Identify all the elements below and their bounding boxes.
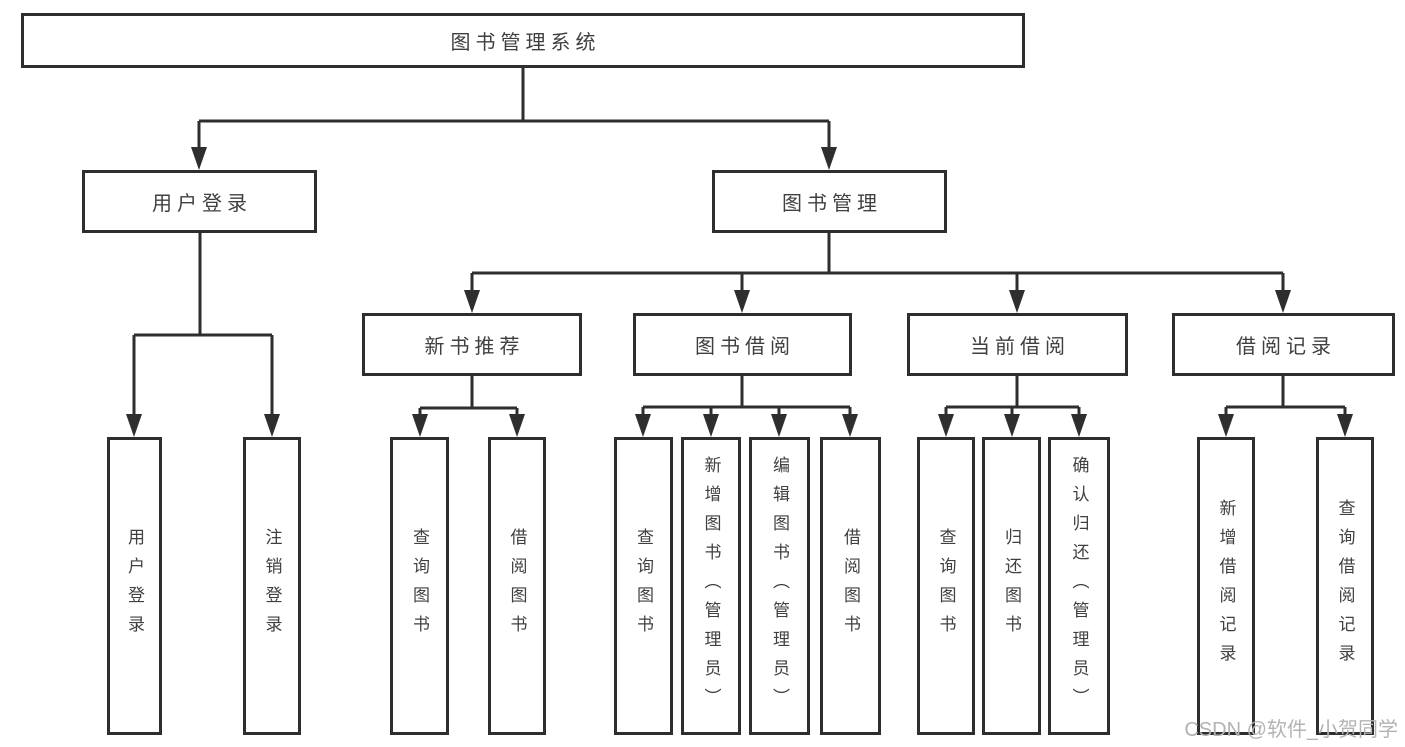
node-book-borrow: 图书借阅: [633, 313, 852, 376]
node-label: 编辑图书（管理员）: [770, 455, 789, 717]
connector-current-borrow-children: [938, 375, 1087, 437]
leaf-add-borrow-record: 新增借阅记录: [1197, 437, 1255, 735]
node-label: 图书管理: [782, 193, 882, 215]
arrowhead: [1004, 414, 1020, 437]
node-label: 图书借阅: [695, 336, 795, 358]
arrowhead: [126, 414, 142, 437]
leaf-add-book-admin: 新增图书（管理员）: [681, 437, 741, 735]
node-borrow-record: 借阅记录: [1172, 313, 1395, 376]
leaf-query-book-1: 查询图书: [390, 437, 449, 735]
connector-book-mgmt-children: [464, 232, 1291, 313]
node-new-book-recommend: 新书推荐: [362, 313, 582, 376]
node-label: 新书推荐: [424, 336, 525, 358]
leaf-query-book-2: 查询图书: [614, 437, 673, 735]
arrowhead: [1009, 290, 1025, 313]
node-label: 用户登录: [152, 193, 252, 215]
arrowhead: [464, 290, 480, 313]
leaf-borrow-book-2: 借阅图书: [820, 437, 881, 735]
arrowhead: [1071, 414, 1087, 437]
node-label: 当前借阅: [970, 336, 1070, 358]
arrowhead: [703, 414, 719, 437]
node-book-management: 图书管理: [712, 170, 947, 233]
leaf-confirm-return-admin: 确认归还（管理员）: [1048, 437, 1110, 735]
arrowhead: [264, 414, 280, 437]
arrowhead: [1337, 414, 1353, 437]
connector-record-children: [1218, 375, 1353, 437]
connector-borrow-children: [635, 375, 858, 437]
arrowhead: [191, 147, 207, 170]
node-user-login: 用户登录: [82, 170, 317, 233]
leaf-borrow-book-1: 借阅图书: [488, 437, 546, 735]
arrowhead: [771, 414, 787, 437]
node-label: 归还图书: [1002, 528, 1021, 644]
node-label: 图书管理系统: [450, 32, 601, 54]
node-label: 查询图书: [634, 528, 653, 644]
node-label: 查询图书: [410, 528, 429, 644]
leaf-edit-book-admin: 编辑图书（管理员）: [749, 437, 810, 735]
arrowhead: [842, 414, 858, 437]
leaf-query-borrow-record: 查询借阅记录: [1316, 437, 1374, 735]
node-root: 图书管理系统: [21, 13, 1025, 68]
node-label: 注销登录: [262, 528, 282, 644]
connector-root-to-level2: [191, 68, 837, 170]
arrowhead: [635, 414, 651, 437]
leaf-query-book-3: 查询图书: [917, 437, 975, 735]
leaf-user-login: 用户登录: [107, 437, 162, 735]
arrowhead: [509, 414, 525, 437]
node-label: 借阅记录: [1236, 336, 1336, 358]
node-current-borrow: 当前借阅: [907, 313, 1128, 376]
arrowhead: [412, 414, 428, 437]
node-label: 新增图书（管理员）: [701, 455, 721, 717]
node-label: 查询借阅记录: [1335, 499, 1355, 673]
csdn-watermark: CSDN @软件_小贺同学: [1184, 719, 1398, 741]
connector-user-login-children: [126, 232, 280, 437]
node-label: 借阅图书: [841, 528, 860, 644]
node-label: 查询图书: [936, 528, 956, 644]
node-label: 用户登录: [125, 528, 144, 644]
node-label: 借阅图书: [507, 528, 527, 644]
node-label: 确认归还（管理员）: [1069, 455, 1089, 717]
arrowhead: [1275, 290, 1291, 313]
arrowhead: [938, 414, 954, 437]
arrowhead: [734, 290, 750, 313]
arrowhead: [821, 147, 837, 170]
connector-new-book-children: [412, 375, 525, 437]
leaf-logout: 注销登录: [243, 437, 301, 735]
leaf-return-book: 归还图书: [982, 437, 1041, 735]
node-label: 新增借阅记录: [1216, 499, 1236, 673]
arrowhead: [1218, 414, 1234, 437]
